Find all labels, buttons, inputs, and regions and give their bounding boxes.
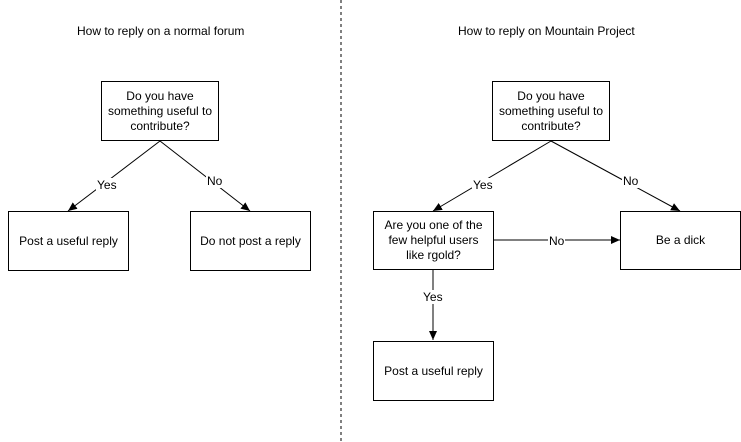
right-no-result-box: Be a dick <box>620 211 741 270</box>
right-yes-result-box: Post a useful reply <box>373 341 494 401</box>
second-yes-label: Yes <box>422 290 444 304</box>
left-no-arrow <box>159 140 251 212</box>
second-question-box: Are you one of the few helpful users lik… <box>373 211 494 270</box>
right-question-box: Do you have something useful to contribu… <box>492 81 610 141</box>
right-yes-arrow <box>432 140 552 212</box>
left-no-result-box: Do not post a reply <box>190 211 311 271</box>
right-question-text: Do you have something useful to contribu… <box>498 88 604 133</box>
left-yes-label: Yes <box>96 178 118 192</box>
left-question-text: Do you have something useful to contribu… <box>107 88 213 133</box>
right-yes-result-text: Post a useful reply <box>384 363 483 378</box>
right-chart-title: How to reply on Mountain Project <box>458 24 635 38</box>
second-no-label: No <box>548 234 566 248</box>
right-no-arrow <box>550 140 681 212</box>
left-yes-arrow <box>67 140 161 212</box>
left-yes-result-text: Post a useful reply <box>19 233 118 248</box>
right-yes-label: Yes <box>472 178 494 192</box>
second-question-text: Are you one of the few helpful users lik… <box>384 218 483 262</box>
right-no-label: No <box>622 174 640 188</box>
left-question-box: Do you have something useful to contribu… <box>101 81 219 141</box>
left-no-label: No <box>206 174 224 188</box>
left-chart-title: How to reply on a normal forum <box>77 24 245 38</box>
right-no-result-text: Be a dick <box>655 233 706 247</box>
left-no-result-text: Do not post a reply <box>200 233 301 248</box>
left-yes-result-box: Post a useful reply <box>8 211 129 271</box>
